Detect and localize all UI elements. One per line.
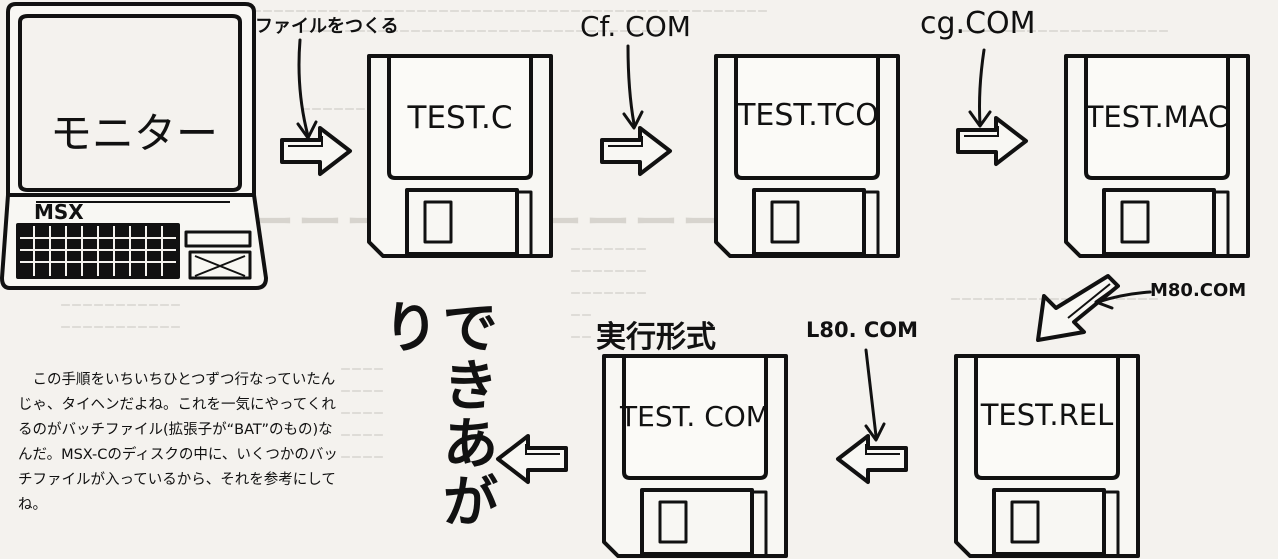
caption-text: この手順をいちいちひとつずつ行なっていたんじゃ、タイヘンだよね。これを一気にやっ… xyxy=(18,372,338,513)
pointer-arrow-icon xyxy=(297,38,310,138)
step-label-m80: M80.COM xyxy=(1150,280,1247,301)
arrow-right-icon xyxy=(956,116,1028,166)
arrow-right-icon xyxy=(280,126,352,176)
floppy-disk-test-com xyxy=(602,354,788,558)
disk-label-test-rel: TEST.REL xyxy=(980,398,1114,432)
disk-label-test-c: TEST.C xyxy=(407,100,513,136)
msx-computer xyxy=(0,2,268,290)
floppy-disk-test-rel xyxy=(954,354,1140,558)
disk-label-test-tco: TEST.TCO xyxy=(737,98,879,133)
floppy-disk-test-c xyxy=(367,54,553,258)
step-label-make-file: ファイルをつくる xyxy=(255,16,399,37)
step-label-cg: cg.COM xyxy=(920,6,1036,41)
arrow-left-icon xyxy=(836,434,908,484)
pointer-arrow-icon xyxy=(978,48,986,126)
monitor-label: モニター xyxy=(50,109,219,158)
disk-label-test-mac: TEST.MAC xyxy=(1085,100,1229,134)
arrow-down-left-icon xyxy=(1036,274,1120,342)
floppy-disk-test-tco xyxy=(714,54,900,258)
done-label: できあがり xyxy=(373,298,498,530)
pointer-arrow-icon xyxy=(864,348,878,438)
disk-label-test-com: TEST. COM xyxy=(620,400,770,433)
arrow-left-icon xyxy=(496,434,568,484)
arrow-right-icon xyxy=(600,126,672,176)
floppy-disk-test-mac xyxy=(1064,54,1250,258)
step-label-l80: L80. COM xyxy=(806,318,919,342)
step-label-cf: Cf. COM xyxy=(580,10,691,43)
step-label-executable: 実行形式 xyxy=(596,320,716,355)
msx-brand-label: MSX xyxy=(34,200,84,224)
